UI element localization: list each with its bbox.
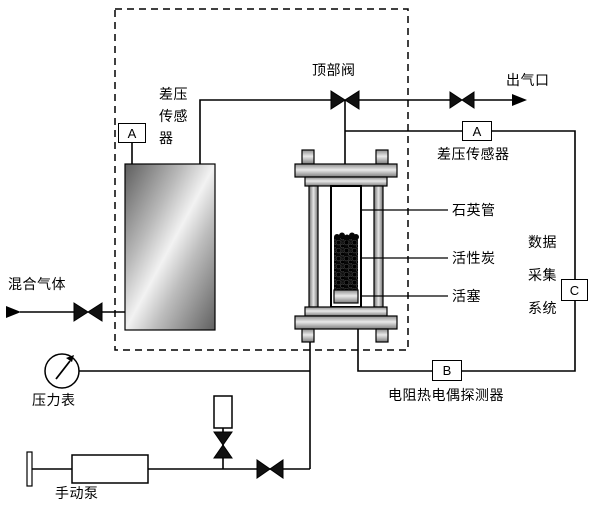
label-manual-pump: 手动泵 bbox=[55, 485, 99, 501]
enclosure-dashed-border bbox=[114, 8, 409, 351]
valves bbox=[73, 90, 475, 479]
inlet-arrow-icon bbox=[6, 306, 21, 318]
label-top-valve: 顶部阀 bbox=[312, 62, 356, 78]
label-daq-system: 数据采集系统 bbox=[528, 234, 557, 316]
pipe-network bbox=[20, 99, 576, 470]
label-activated-carbon: 活性炭 bbox=[452, 250, 496, 266]
label-mixed-gas: 混合气体 bbox=[8, 276, 66, 292]
pump-handle bbox=[26, 451, 33, 487]
top-bolt-left bbox=[301, 149, 315, 165]
label-quartz-tube: 石英管 bbox=[452, 202, 496, 218]
gauge-needle-tip bbox=[66, 355, 74, 362]
top-flange-wide bbox=[294, 163, 398, 178]
leader-lines bbox=[360, 209, 448, 297]
top-bolt-right bbox=[375, 149, 389, 165]
reference-cylinder bbox=[124, 163, 216, 331]
dp-sensor-right-box: A bbox=[462, 121, 492, 141]
pipe-cylinder-to-top-valve bbox=[199, 99, 331, 164]
label-dp-sensor-right: 差压传感器 bbox=[437, 146, 510, 162]
top-flange-narrow bbox=[304, 176, 388, 187]
bottom-bolt-right bbox=[375, 328, 389, 343]
piston-block bbox=[333, 289, 359, 304]
pump-line-valve-icon bbox=[256, 459, 284, 479]
label-thermocouple-detector: 电阻热电偶探测器 bbox=[388, 387, 504, 403]
bottom-flange-narrow bbox=[304, 306, 388, 317]
pump-barrel bbox=[71, 454, 149, 484]
tie-rod-right bbox=[373, 185, 384, 308]
inlet-valve-icon bbox=[73, 302, 103, 322]
activated-carbon-fill bbox=[334, 232, 359, 290]
daq-box: C bbox=[561, 279, 588, 301]
bottom-flange-wide bbox=[294, 315, 398, 330]
pipe-sensor-a-to-daq bbox=[492, 130, 576, 279]
outlet-arrow-icon bbox=[512, 94, 527, 106]
outlet-valve-icon bbox=[449, 91, 475, 109]
pressure-gauge-icon bbox=[44, 353, 80, 389]
tie-rod-left bbox=[308, 185, 319, 308]
label-pressure-gauge: 压力表 bbox=[32, 392, 76, 408]
thermocouple-tag: B bbox=[442, 363, 452, 378]
manual-pump-icon bbox=[26, 451, 149, 487]
label-dp-sensor-left: 差压传感器 bbox=[159, 86, 188, 146]
relief-valve-icon bbox=[213, 431, 233, 459]
pipe-daq-to-sensor-b bbox=[462, 301, 576, 372]
relief-valve-housing bbox=[213, 395, 233, 429]
dp-sensor-right-tag: A bbox=[472, 123, 482, 139]
top-valve-icon bbox=[330, 90, 360, 110]
pipe-cell-to-sensor-b bbox=[357, 329, 432, 372]
label-piston: 活塞 bbox=[452, 288, 481, 304]
daq-tag: C bbox=[569, 282, 580, 298]
label-gas-outlet: 出气口 bbox=[506, 72, 550, 88]
bottom-bolt-left bbox=[301, 328, 315, 343]
thermocouple-box: B bbox=[432, 360, 462, 381]
dp-sensor-left-box: A bbox=[118, 123, 146, 143]
adsorption-cell bbox=[294, 149, 398, 343]
dp-sensor-left-tag: A bbox=[127, 125, 137, 141]
